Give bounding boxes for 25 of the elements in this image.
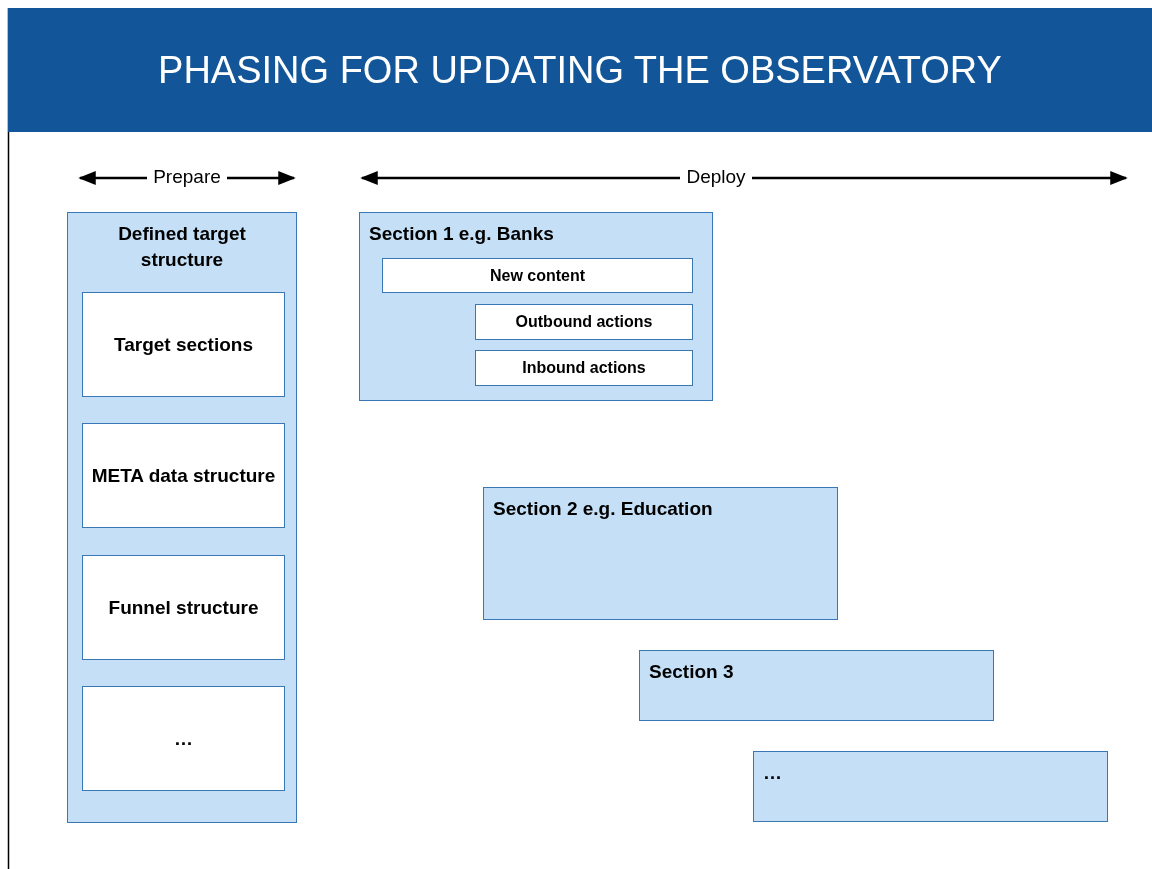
box-label: Target sections <box>113 332 254 357</box>
section-panel <box>359 212 713 401</box>
panel-heading: Section 1 e.g. Banks <box>369 222 555 246</box>
section-panel <box>483 487 838 620</box>
structure-box <box>82 423 285 528</box>
action-box <box>382 258 693 293</box>
structure-box <box>82 686 285 791</box>
title: PHASING FOR UPDATING THE OBSERVATORY <box>158 48 1002 92</box>
action-box <box>475 304 693 340</box>
box-label: New content <box>488 265 587 286</box>
action-box <box>475 350 693 386</box>
section-panel <box>639 650 994 721</box>
box-label: Inbound actions <box>521 358 647 379</box>
box-label: Outbound actions <box>514 312 654 333</box>
panel-heading: Defined target structure <box>117 222 247 272</box>
structure-box <box>82 292 285 397</box>
panel-heading: Section 2 e.g. Education <box>493 497 714 521</box>
box-label: … <box>173 726 194 751</box>
box-label: Funnel structure <box>107 595 260 620</box>
structure-box <box>82 555 285 660</box>
section-panel <box>753 751 1108 822</box>
panel-heading: … <box>763 761 783 785</box>
phase-panel <box>67 212 297 823</box>
box-label: META data structure <box>90 463 277 488</box>
panel-heading: Section 3 <box>649 660 735 684</box>
